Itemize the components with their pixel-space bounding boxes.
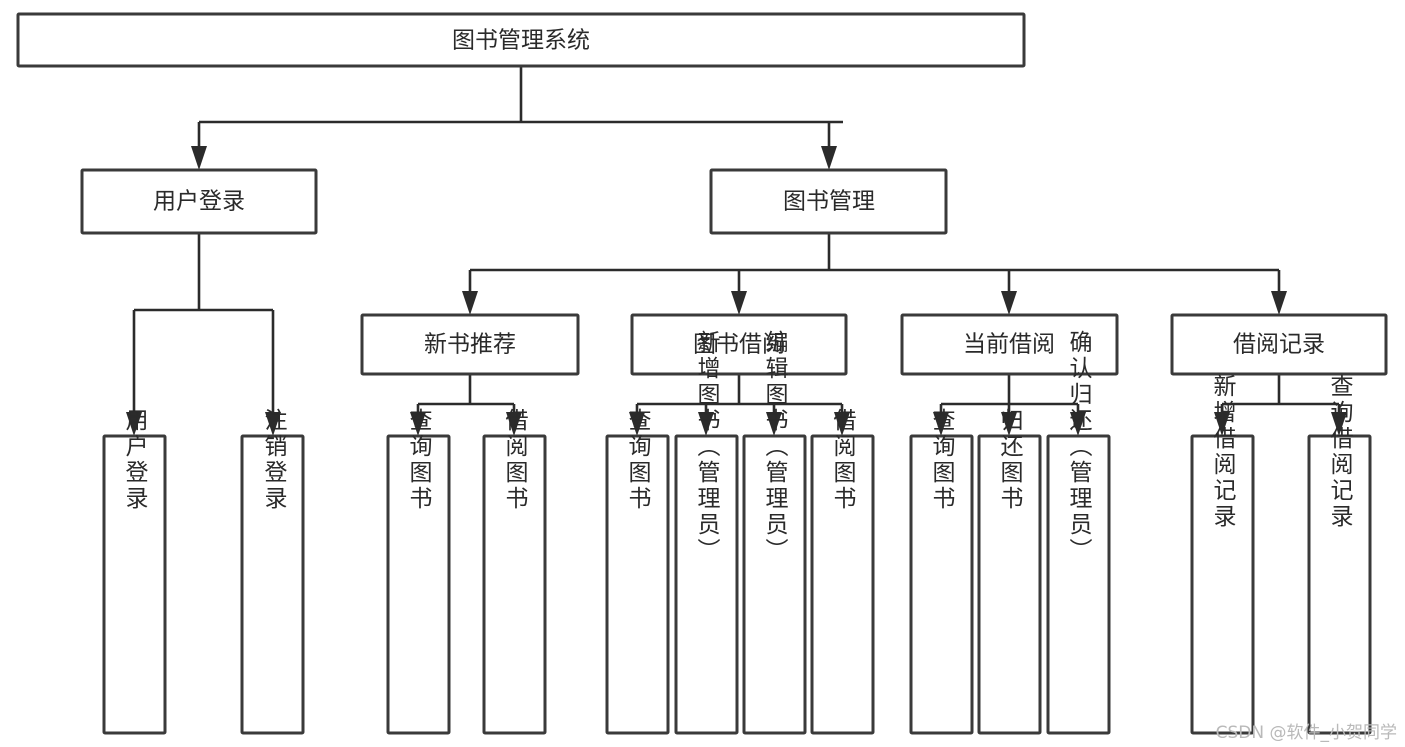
node-leaf-add-borrow-record-label: 新增借阅记录 <box>1209 374 1237 530</box>
node-current-borrow[interactable]: 当前借阅 <box>900 313 1119 376</box>
node-leaf-recommend-query-book-label: 查询图书 <box>405 408 433 512</box>
node-leaf-query-borrow-record-label: 查询借阅记录 <box>1326 374 1354 530</box>
node-leaf-borrow-borrow-book-label: 借阅图书 <box>829 408 857 512</box>
connector-record-to-leaves <box>1214 374 1347 436</box>
connector-current-to-leaves <box>933 374 1086 436</box>
node-leaf-recommend-borrow-book[interactable]: 借阅图书 <box>482 408 547 735</box>
node-leaf-confirm-return-admin[interactable]: 确认归还（管理员） <box>1046 330 1111 735</box>
node-root-system-label: 图书管理系统 <box>452 28 590 54</box>
node-leaf-edit-book-admin[interactable]: 编辑图书（管理员） <box>742 330 807 735</box>
node-leaf-query-borrow-record[interactable]: 查询借阅记录 <box>1307 374 1372 735</box>
node-leaf-logout[interactable]: 注销登录 <box>240 408 305 735</box>
node-book-borrow-label: 图书借阅 <box>693 332 785 358</box>
node-leaf-borrow-borrow-book[interactable]: 借阅图书 <box>810 408 875 735</box>
node-current-borrow-label: 当前借阅 <box>963 332 1055 358</box>
node-leaf-current-query-book[interactable]: 查询图书 <box>909 408 974 735</box>
node-borrow-record[interactable]: 借阅记录 <box>1170 313 1388 376</box>
connector-root-to-level2 <box>191 66 843 170</box>
connector-user-login-to-leaves <box>126 233 281 436</box>
node-user-login[interactable]: 用户登录 <box>80 168 318 235</box>
node-leaf-edit-book-admin-label: 编辑图书（管理员） <box>761 330 789 564</box>
connector-borrow-to-leaves <box>629 374 850 436</box>
node-root-system[interactable]: 图书管理系统 <box>16 12 1026 68</box>
node-leaf-borrow-query-book[interactable]: 查询图书 <box>605 408 670 735</box>
node-user-login-label: 用户登录 <box>153 189 245 215</box>
node-leaf-recommend-borrow-book-label: 借阅图书 <box>501 408 529 512</box>
node-book-management-label: 图书管理 <box>783 189 875 215</box>
connector-recommend-to-leaves <box>410 374 522 436</box>
node-leaf-return-book-label: 归还图书 <box>996 408 1024 512</box>
node-leaf-user-login[interactable]: 用户登录 <box>102 408 167 735</box>
node-book-management[interactable]: 图书管理 <box>709 168 948 235</box>
node-leaf-current-query-book-label: 查询图书 <box>928 408 956 512</box>
node-leaf-recommend-query-book[interactable]: 查询图书 <box>386 408 451 735</box>
node-leaf-return-book[interactable]: 归还图书 <box>977 408 1042 735</box>
node-leaf-borrow-query-book-label: 查询图书 <box>624 408 652 512</box>
node-leaf-confirm-return-admin-label: 确认归还（管理员） <box>1065 330 1093 564</box>
node-leaf-logout-label: 注销登录 <box>260 408 288 512</box>
node-leaf-add-book-admin[interactable]: 新增图书（管理员） <box>674 330 739 735</box>
node-borrow-record-label: 借阅记录 <box>1233 332 1325 358</box>
connector-book-mgmt-to-level3 <box>462 233 1287 315</box>
node-new-book-recommend-label: 新书推荐 <box>424 332 516 358</box>
node-leaf-add-book-admin-label: 新增图书（管理员） <box>693 330 721 564</box>
node-book-borrow[interactable]: 图书借阅 <box>630 313 848 376</box>
node-new-book-recommend[interactable]: 新书推荐 <box>360 313 580 376</box>
node-leaf-user-login-label: 用户登录 <box>121 408 149 512</box>
node-leaf-add-borrow-record[interactable]: 新增借阅记录 <box>1190 374 1255 735</box>
